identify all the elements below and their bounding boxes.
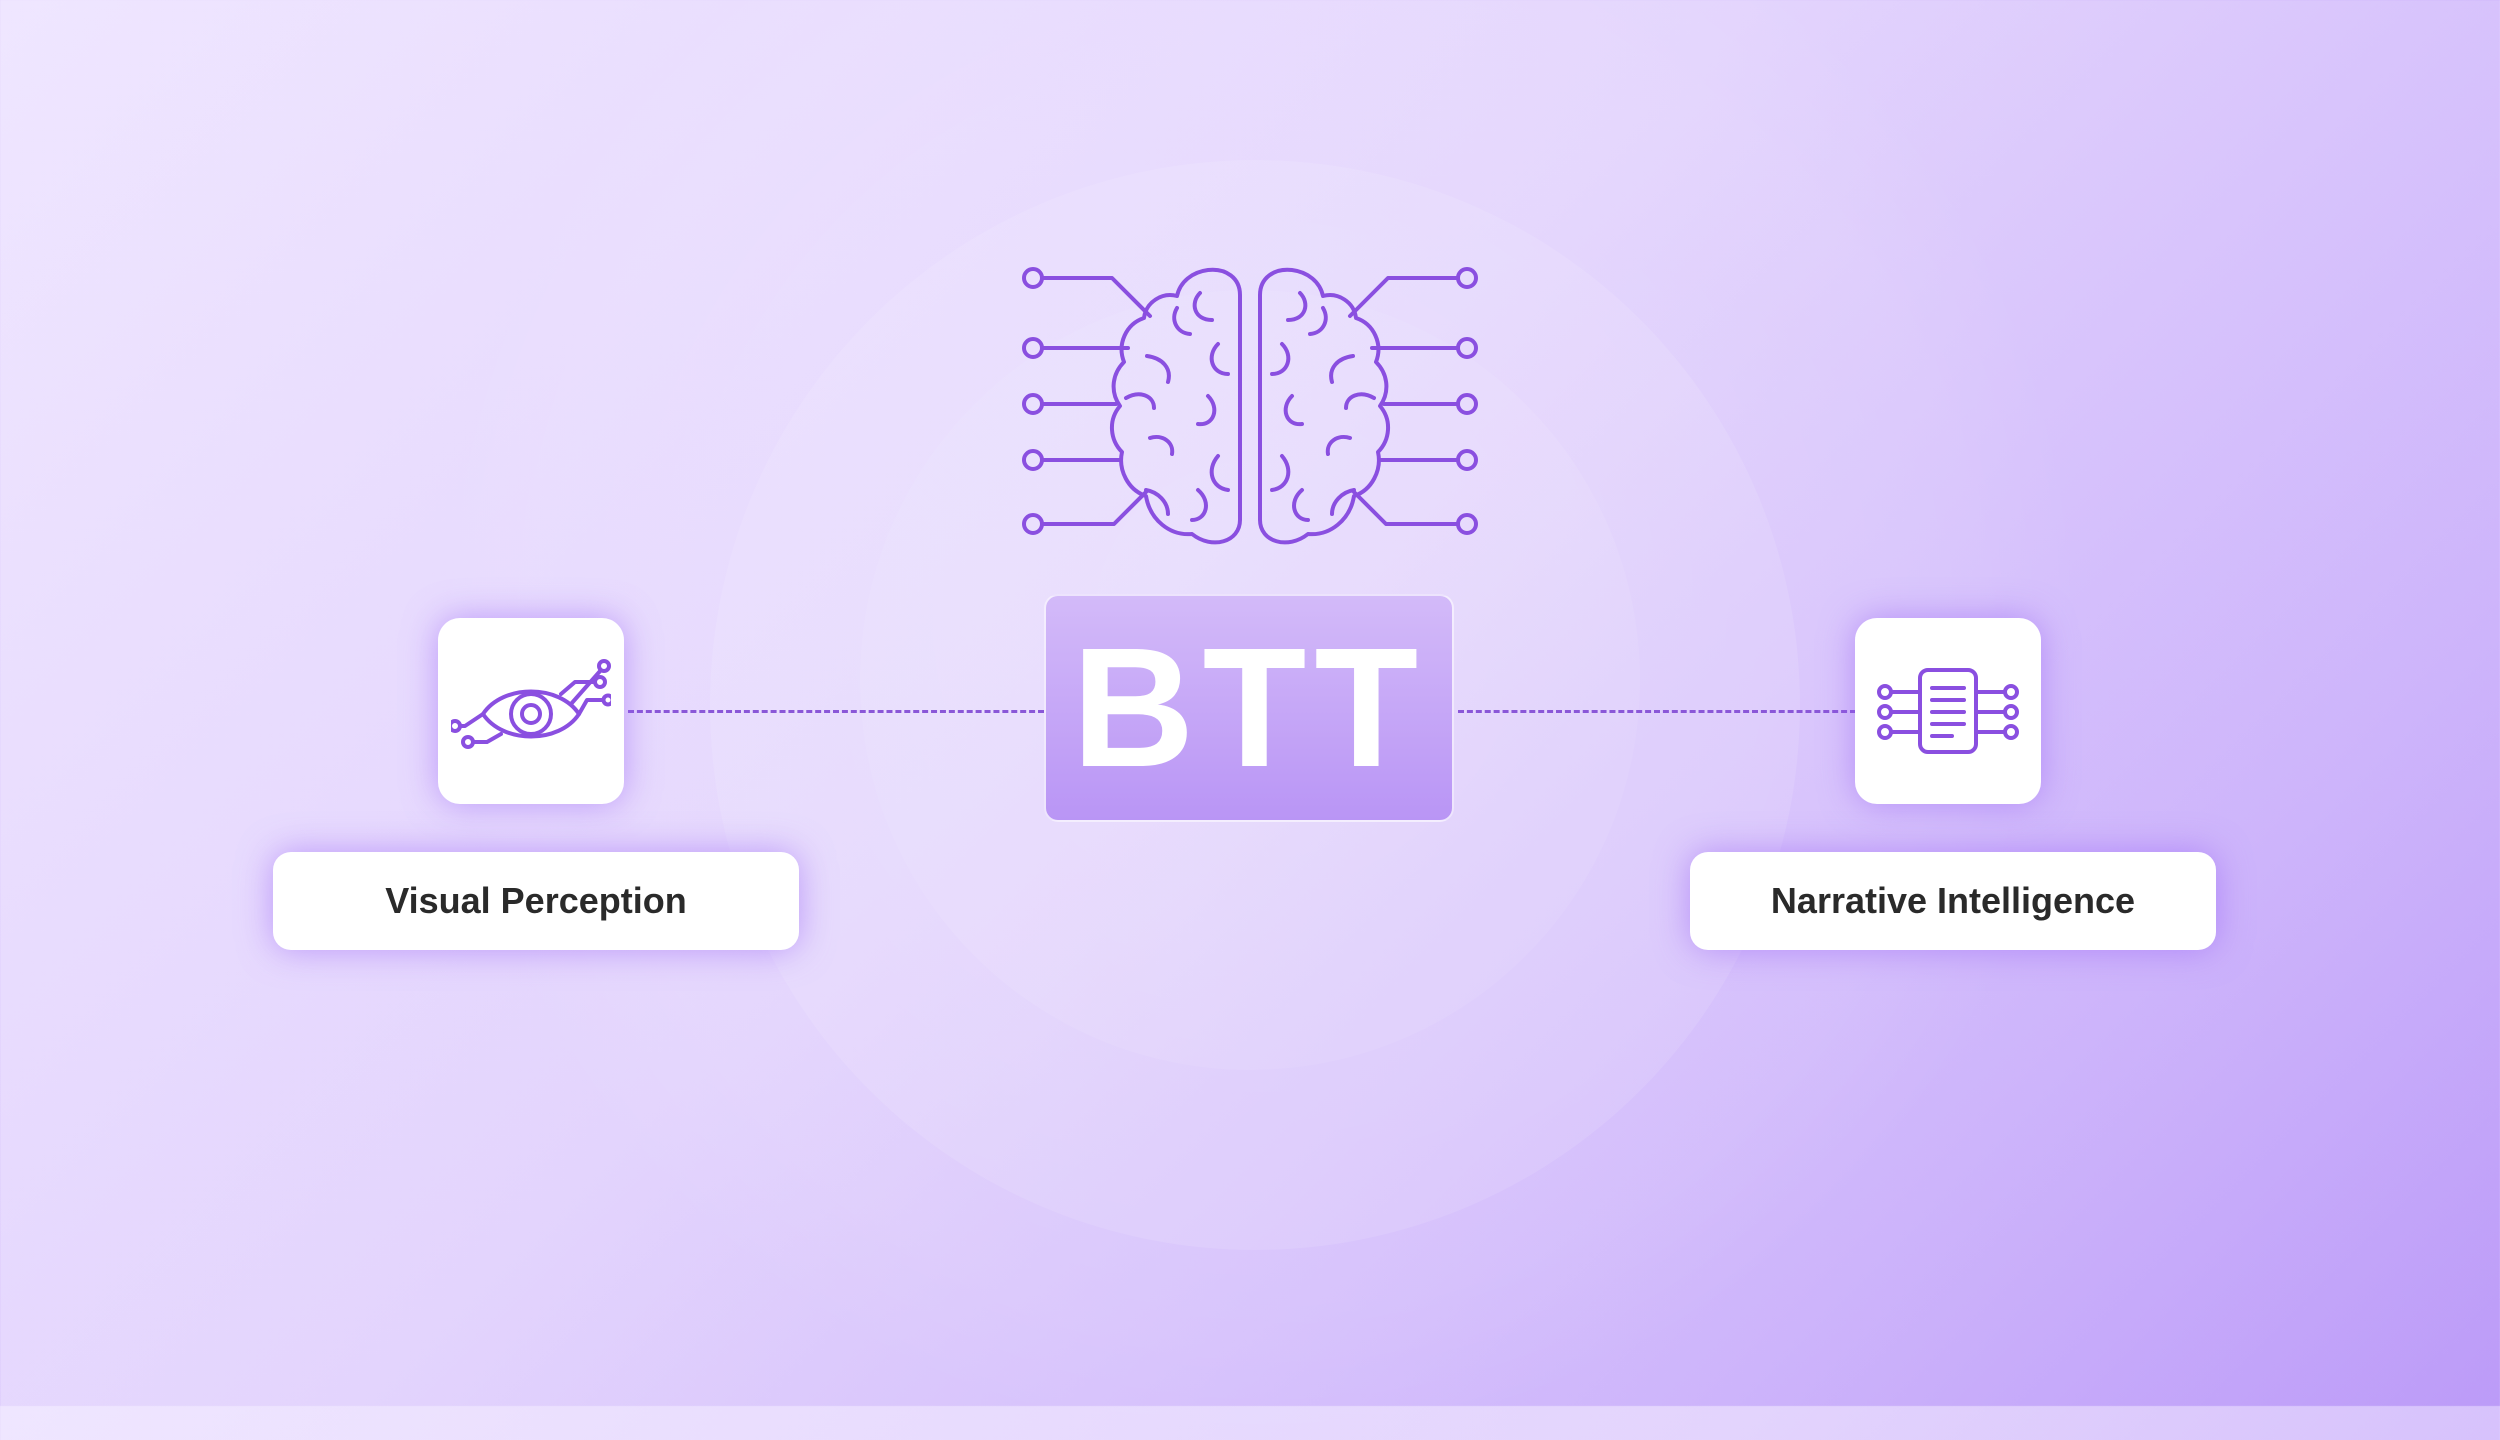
brain-circuit-icon bbox=[1022, 267, 1478, 545]
connector-left bbox=[628, 710, 1044, 713]
narrative-intelligence-label: Narrative Intelligence bbox=[1690, 852, 2216, 950]
document-chip-icon bbox=[1877, 668, 2019, 754]
connector-right bbox=[1458, 710, 1856, 713]
btt-badge: BTT bbox=[1044, 594, 1454, 822]
narrative-intelligence-card bbox=[1855, 618, 2041, 804]
visual-perception-label: Visual Perception bbox=[273, 852, 799, 950]
visual-perception-card bbox=[438, 618, 624, 804]
eye-circuit-icon bbox=[451, 659, 611, 749]
